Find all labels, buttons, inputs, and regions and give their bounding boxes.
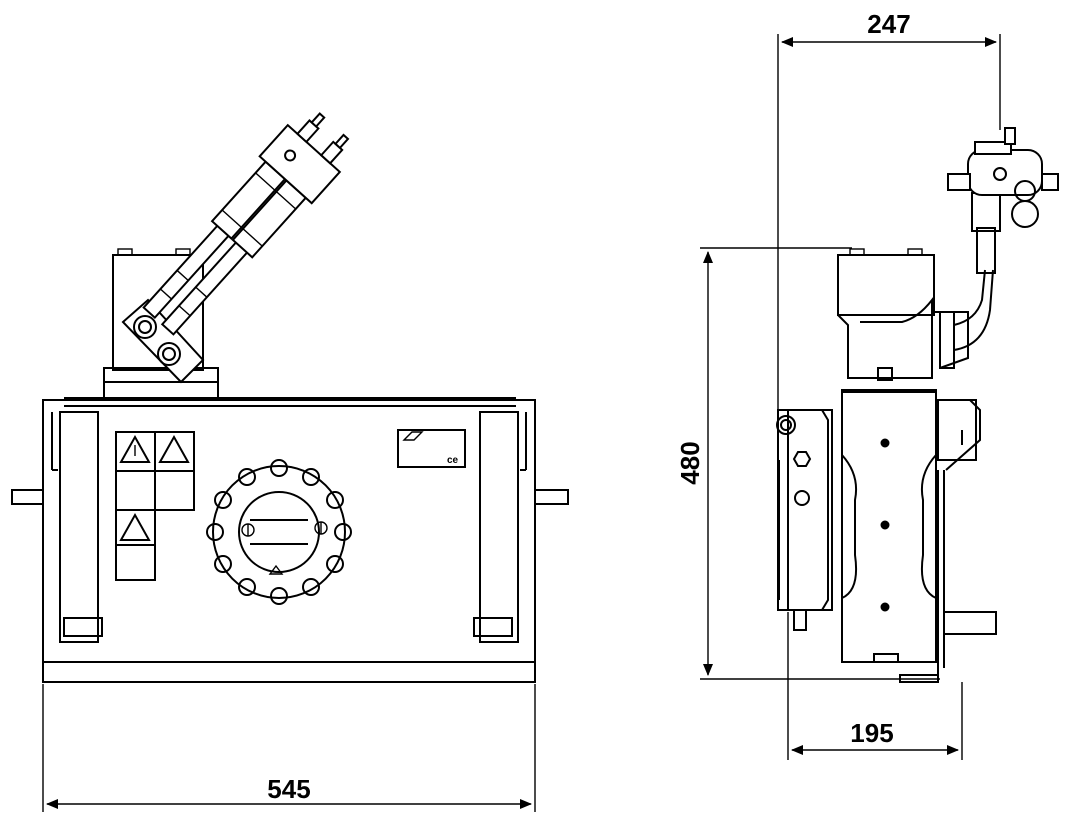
right-bracket	[473, 411, 527, 643]
right-shaft	[534, 489, 569, 505]
cylinder-assembly	[121, 112, 350, 384]
dimension-label-top: 247	[867, 9, 910, 39]
left-shaft	[11, 489, 44, 505]
front-housing	[42, 399, 536, 683]
front-view: ce	[11, 112, 569, 683]
dimensions: 545 247 195 480	[42, 9, 1001, 812]
warning-triangle-icon	[158, 434, 190, 463]
side-view	[776, 127, 1059, 683]
motor-base	[103, 248, 219, 399]
left-bracket	[51, 411, 103, 643]
side-motor	[932, 127, 1059, 369]
dimension-label-height: 480	[675, 441, 705, 484]
side-mount-plate	[776, 409, 833, 631]
dimension-label-bottom: 195	[850, 718, 893, 748]
bolt-flange	[206, 459, 352, 605]
dimension-label-width: 545	[267, 774, 310, 804]
warning-triangle-icon	[119, 434, 151, 463]
upper-block	[837, 254, 935, 316]
nameplate: ce	[397, 429, 466, 468]
ce-mark: ce	[447, 455, 459, 466]
side-bracket	[899, 399, 997, 683]
warning-triangle-icon	[119, 512, 151, 541]
warning-labels	[115, 431, 195, 581]
